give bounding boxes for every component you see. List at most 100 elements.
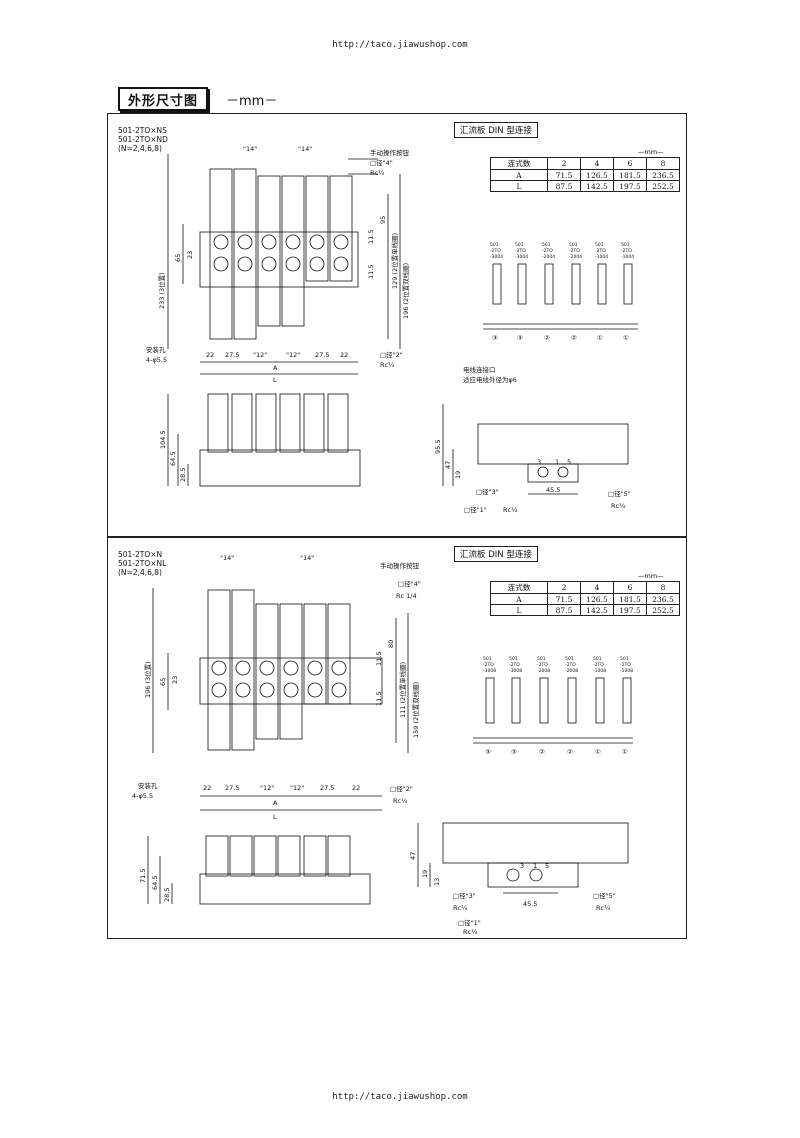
- dim-label: "12": [260, 784, 274, 792]
- valve-mark: ③: [485, 748, 491, 756]
- model-note: (N=2,4,6,8): [118, 568, 162, 577]
- drawing-panel-1: 501-2TO×NS 501-2TO×ND (N=2,4,6,8) 汇流板 DI…: [107, 113, 687, 537]
- valve-schematic: [473, 677, 633, 744]
- manifold-side: [527, 463, 579, 483]
- port-number: 5: [545, 862, 549, 870]
- valve-code: -3008: [483, 668, 496, 674]
- dim-label: 111 (2位置单线圈): [398, 662, 407, 718]
- dim-label: 159 (2位置双线圈): [411, 682, 420, 738]
- manifold-side: [487, 862, 579, 888]
- dim-label: 95: [379, 216, 387, 224]
- dim-label: 11.5: [375, 652, 383, 666]
- model-name: 501-2TO×N: [118, 550, 163, 559]
- dim-label: 19: [454, 471, 462, 479]
- port-label: □径"5": [608, 489, 631, 498]
- dim-label: 65: [174, 254, 182, 262]
- valve-code: 501: [542, 242, 551, 248]
- dim-label: 27.5: [225, 351, 239, 359]
- valve-mark: ②: [544, 334, 550, 342]
- dim-label: 27.5: [315, 351, 329, 359]
- port-thread-label: Rc¼: [393, 797, 408, 805]
- model-name: 501-2TO×NS: [118, 126, 167, 135]
- port-thread-label: Rc¼: [503, 506, 518, 514]
- port-label: □径"3": [476, 487, 499, 496]
- dim-label: L: [273, 813, 277, 821]
- valve-mark: ③: [511, 748, 517, 756]
- valve-code: -2TO: [621, 248, 632, 254]
- top-url: http://taco.jiawushop.com: [332, 40, 468, 50]
- mount-hole-size: 4-φ5.5: [146, 356, 167, 364]
- cable-size-label: 适应电线外径为φ6: [463, 375, 517, 384]
- valve-code: -1008: [620, 668, 633, 674]
- valve-code: -3008: [509, 668, 522, 674]
- port-label: □径"1": [464, 505, 487, 514]
- port-label: □径"1": [458, 918, 481, 927]
- valve-mark: ①: [595, 748, 601, 756]
- page-title: 外形尺寸图: [118, 87, 209, 111]
- valve-mark: ①: [622, 748, 628, 756]
- dim-label: 13: [433, 878, 441, 886]
- model-name: 501-2TO×NL: [118, 559, 167, 568]
- valve-mark: ③: [492, 334, 498, 342]
- valve-code: 501: [595, 242, 604, 248]
- dim-label: 22: [206, 351, 214, 359]
- mount-hole-label: 安装孔: [138, 781, 158, 790]
- valve-side-body: [442, 822, 629, 864]
- valve-code: -2004: [542, 254, 555, 260]
- valve-mark: ②: [539, 748, 545, 756]
- dim-label: 196 (3位置): [143, 661, 152, 698]
- dim-label: 71.5: [139, 869, 147, 883]
- model-name: 501-2TO×ND: [118, 135, 168, 144]
- cable-label: 电线连接口: [463, 365, 496, 374]
- valve-mark: ②: [567, 748, 573, 756]
- dim-label: 64.5: [151, 876, 159, 890]
- dim-label: A: [273, 364, 278, 372]
- dim-label: 22: [352, 784, 360, 792]
- dim-label: 23: [171, 676, 179, 684]
- valve-code: 501: [509, 656, 518, 662]
- dim-label: 11.5: [367, 230, 375, 244]
- dim-label: "12": [290, 784, 304, 792]
- valve-side-body: [477, 423, 629, 465]
- valve-code: -3004: [515, 254, 528, 260]
- dim-label: 45.5: [523, 900, 537, 908]
- port-thread-label: Rc¼: [463, 928, 478, 936]
- valve-mark: ①: [597, 334, 603, 342]
- port-thread-label: Rc¼: [453, 904, 468, 912]
- dim-label: "12": [253, 351, 267, 359]
- valve-code: 501: [593, 656, 602, 662]
- valve-code: -2TO: [620, 662, 631, 668]
- model-list: 501-2TO×N 501-2TO×NL (N=2,4,6,8): [118, 550, 166, 577]
- table-cell: 8: [646, 157, 680, 170]
- valve-code: -2008: [565, 668, 578, 674]
- port-thread-label: Rc¼: [596, 904, 611, 912]
- manual-button-label: 手动操作按钮: [380, 561, 420, 570]
- dim-label: 95.5: [434, 440, 442, 454]
- table-cell: 142.5: [580, 604, 614, 616]
- valve-code: -1008: [593, 668, 606, 674]
- valve-code: -2TO: [537, 662, 548, 668]
- dim-label: 28.5: [179, 468, 187, 482]
- mount-hole-label: 安装孔: [146, 345, 166, 354]
- valve-code: -2TO: [542, 248, 553, 254]
- port-label: □径"2": [390, 784, 413, 793]
- port-thread-label: Rc 1/4: [396, 592, 417, 600]
- mount-hole-size: 4-φ5.5: [132, 792, 153, 800]
- valve-code: 501: [621, 242, 630, 248]
- dimension-table: 连式数 2 4 6 8 A 71.5 126.5 181.5 236.5 L 8…: [490, 157, 680, 192]
- valve-schematic: [483, 263, 638, 330]
- port-number: 5: [567, 458, 571, 466]
- valve-code: 501: [537, 656, 546, 662]
- dim-label: L: [273, 376, 277, 384]
- model-list: 501-2TO×NS 501-2TO×ND (N=2,4,6,8): [118, 126, 168, 153]
- valve-mark: ①: [623, 334, 629, 342]
- dim-label: 27.5: [320, 784, 334, 792]
- port-thread-label: Rc¼: [611, 502, 626, 510]
- table-cell: 252.5: [646, 604, 680, 616]
- dim-label: 47: [444, 461, 452, 469]
- valve-code: 501: [515, 242, 524, 248]
- dim-label: 45.5: [546, 486, 560, 494]
- valve-code: 501: [490, 242, 499, 248]
- table-unit: —mm—: [638, 572, 664, 580]
- port-thread-label: Rc¼: [380, 361, 395, 369]
